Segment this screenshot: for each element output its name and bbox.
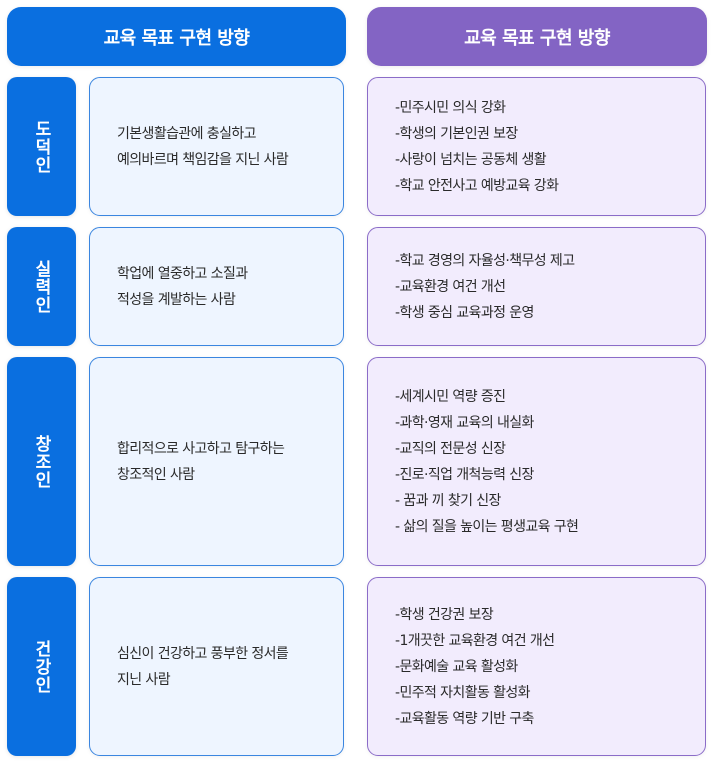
row-description: 기본생활습관에 충실하고 예의바르며 책임감을 지닌 사람 bbox=[89, 77, 344, 216]
goal-item: -교육활동 역량 기반 구축 bbox=[395, 710, 534, 727]
goal-item: -학생의 기본인권 보장 bbox=[395, 125, 518, 142]
row-label-text: 도덕인 bbox=[31, 119, 51, 174]
row-goals: -민주시민 의식 강화 -학생의 기본인권 보장 -사랑이 넘치는 공동체 생활… bbox=[367, 77, 706, 216]
goal-item: -문화예술 교육 활성화 bbox=[395, 658, 518, 675]
row-geongangin: 건강인 심신이 건강하고 풍부한 정서를 지닌 사람 -학생 건강권 보장 -1… bbox=[0, 577, 716, 756]
row-dodeokin: 도덕인 기본생활습관에 충실하고 예의바르며 책임감을 지닌 사람 -민주시민 … bbox=[0, 77, 716, 216]
header-right: 교육 목표 구현 방향 bbox=[367, 7, 707, 66]
row-label: 건강인 bbox=[7, 577, 76, 756]
goal-item: -1개끗한 교육환경 여건 개선 bbox=[395, 632, 555, 649]
row-changjoin: 창조인 합리적으로 사고하고 탐구하는 창조적인 사람 -세계시민 역량 증진 … bbox=[0, 357, 716, 566]
row-label-text: 건강인 bbox=[31, 639, 51, 694]
description-line: 심신이 건강하고 풍부한 정서를 bbox=[117, 645, 289, 662]
goal-item: -민주적 자치활동 활성화 bbox=[395, 684, 531, 701]
row-goals: -세계시민 역량 증진 -과학·영재 교육의 내실화 -교직의 전문성 신장 -… bbox=[367, 357, 706, 566]
description-line: 창조적인 사람 bbox=[117, 466, 195, 483]
header-left-title: 교육 목표 구현 방향 bbox=[103, 27, 250, 49]
goal-item: -교육환경 여건 개선 bbox=[395, 278, 506, 295]
description-line: 예의바르며 책임감을 지닌 사람 bbox=[117, 151, 289, 168]
row-goals: -학생 건강권 보장 -1개끗한 교육환경 여건 개선 -문화예술 교육 활성화… bbox=[367, 577, 706, 756]
row-goals: -학교 경영의 자율성·책무성 제고 -교육환경 여건 개선 -학생 중심 교육… bbox=[367, 227, 706, 346]
row-description: 학업에 열중하고 소질과 적성을 계발하는 사람 bbox=[89, 227, 344, 346]
row-sillyeokin: 실력인 학업에 열중하고 소질과 적성을 계발하는 사람 -학교 경영의 자율성… bbox=[0, 227, 716, 346]
goal-item: - 꿈과 끼 찾기 신장 bbox=[395, 492, 501, 509]
goal-item: -학생 건강권 보장 bbox=[395, 606, 494, 623]
goal-item: -학교 안전사고 예방교육 강화 bbox=[395, 177, 559, 194]
goal-item: -과학·영재 교육의 내실화 bbox=[395, 414, 534, 431]
description-line: 합리적으로 사고하고 탐구하는 bbox=[117, 440, 285, 457]
row-description: 심신이 건강하고 풍부한 정서를 지닌 사람 bbox=[89, 577, 344, 756]
description-line: 적성을 계발하는 사람 bbox=[117, 291, 236, 308]
row-label: 도덕인 bbox=[7, 77, 76, 216]
goal-item: -세계시민 역량 증진 bbox=[395, 388, 506, 405]
description-line: 지닌 사람 bbox=[117, 671, 171, 688]
row-label: 실력인 bbox=[7, 227, 76, 346]
goal-item: -진로·직업 개척능력 신장 bbox=[395, 466, 534, 483]
goal-item: -학생 중심 교육과정 운영 bbox=[395, 304, 534, 321]
header-left: 교육 목표 구현 방향 bbox=[7, 7, 346, 66]
description-line: 학업에 열중하고 소질과 bbox=[117, 265, 248, 282]
goal-item: -교직의 전문성 신장 bbox=[395, 440, 506, 457]
row-label: 창조인 bbox=[7, 357, 76, 566]
goal-item: -민주시민 의식 강화 bbox=[395, 99, 506, 116]
goal-item: -사랑이 넘치는 공동체 생활 bbox=[395, 151, 547, 168]
row-label-text: 창조인 bbox=[31, 434, 51, 489]
header-right-title: 교육 목표 구현 방향 bbox=[464, 27, 610, 49]
description-line: 기본생활습관에 충실하고 bbox=[117, 125, 257, 142]
row-description: 합리적으로 사고하고 탐구하는 창조적인 사람 bbox=[89, 357, 344, 566]
goal-item: -학교 경영의 자율성·책무성 제고 bbox=[395, 252, 575, 269]
row-label-text: 실력인 bbox=[31, 259, 51, 314]
goal-item: - 삶의 질을 높이는 평생교육 구현 bbox=[395, 518, 579, 535]
